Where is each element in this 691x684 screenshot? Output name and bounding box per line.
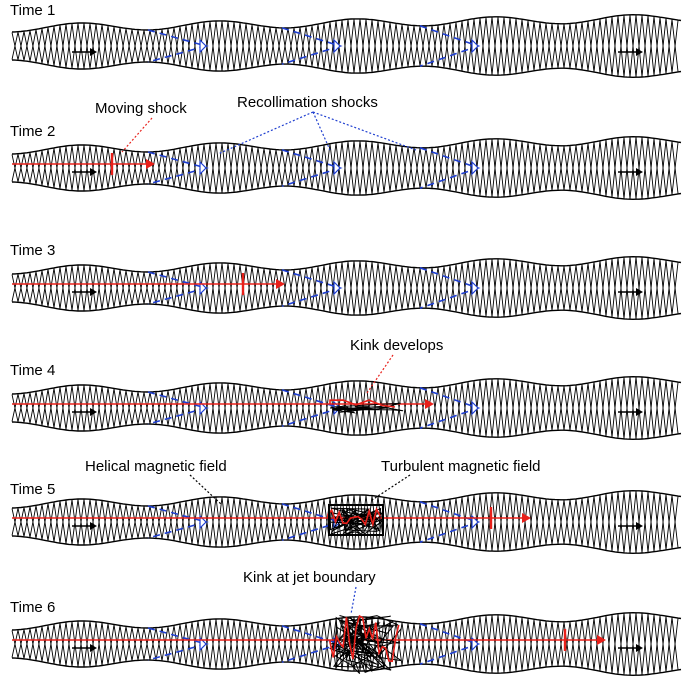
jet-panel-2 bbox=[11, 135, 682, 201]
recollimation-marker-3 bbox=[471, 280, 479, 296]
flow-arrow-head-2 bbox=[636, 168, 643, 176]
flow-arrow-head-2 bbox=[636, 48, 643, 56]
kink-boundary-leader bbox=[350, 586, 357, 615]
helical-field-label: Helical magnetic field bbox=[85, 458, 227, 475]
jet-panel-4 bbox=[11, 375, 682, 441]
recollimation-marker-3 bbox=[471, 160, 479, 176]
flow-arrow-head-1 bbox=[90, 48, 97, 56]
jet-boundary-bottom bbox=[11, 421, 682, 441]
jet-boundary-bottom bbox=[11, 301, 682, 321]
moving-shock-label: Moving shock bbox=[95, 100, 187, 117]
turbulent-field bbox=[329, 402, 404, 414]
time-4-label: Time 4 bbox=[10, 362, 55, 379]
jet-boundary-top bbox=[11, 13, 682, 33]
time-5-label: Time 5 bbox=[10, 481, 55, 498]
time-1-label: Time 1 bbox=[10, 2, 55, 19]
kink-boundary-label: Kink at jet boundary bbox=[243, 569, 376, 586]
time-3-label: Time 3 bbox=[10, 242, 55, 259]
shock-flow-arrowhead bbox=[146, 159, 155, 169]
jet-panel-6 bbox=[11, 611, 682, 677]
flow-arrow-head-1 bbox=[90, 522, 97, 530]
turbulent-field-label: Turbulent magnetic field bbox=[381, 458, 541, 475]
helical-field-lines-back bbox=[11, 137, 679, 199]
jet-panel-1 bbox=[11, 13, 682, 79]
kink-develops-leader bbox=[366, 354, 394, 394]
jet-boundary-bottom bbox=[11, 181, 682, 201]
flow-arrow-head-1 bbox=[90, 644, 97, 652]
jet-boundary-top bbox=[11, 489, 682, 509]
recollimation-shocks-label: Recollimation shocks bbox=[237, 94, 378, 111]
recollimation-marker-1 bbox=[199, 160, 207, 176]
jet-boundary-top bbox=[11, 135, 682, 155]
recollimation-marker-1 bbox=[199, 400, 207, 416]
flow-arrow-head-1 bbox=[90, 408, 97, 416]
recollimation-marker-3 bbox=[471, 514, 479, 530]
jet-boundary-bottom bbox=[11, 59, 682, 79]
jet-panel-5 bbox=[11, 489, 682, 555]
recollimation-marker-3 bbox=[471, 400, 479, 416]
shock-flow-arrowhead bbox=[425, 399, 434, 409]
shock-flow-arrowhead bbox=[522, 513, 531, 523]
time-2-label: Time 2 bbox=[10, 123, 55, 140]
flow-arrow-head-2 bbox=[636, 522, 643, 530]
moving-shock-leader bbox=[121, 117, 153, 153]
recollimation-marker-1 bbox=[199, 38, 207, 54]
kinked-shock bbox=[329, 399, 396, 408]
helical-field-lines-back bbox=[11, 15, 679, 77]
flow-arrow-head-1 bbox=[90, 168, 97, 176]
flow-arrow-head-2 bbox=[636, 644, 643, 652]
jet-boundary-bottom bbox=[11, 657, 682, 677]
jet-boundary-bottom bbox=[11, 535, 682, 555]
recollimation-marker-1 bbox=[199, 514, 207, 530]
panels-layer bbox=[11, 13, 682, 677]
recollimation-marker-1 bbox=[199, 280, 207, 296]
recollimation-marker-3 bbox=[471, 636, 479, 652]
flow-arrow-head-1 bbox=[90, 288, 97, 296]
recollimation-marker-2 bbox=[333, 38, 341, 54]
shock-flow-arrowhead bbox=[597, 635, 606, 645]
turbulent-region bbox=[328, 504, 384, 536]
helical-field-leader bbox=[189, 474, 223, 506]
recollimation-marker-1 bbox=[199, 636, 207, 652]
flow-arrow-head-2 bbox=[636, 288, 643, 296]
jet-boundary-top bbox=[11, 255, 682, 275]
jet-panel-3 bbox=[11, 255, 682, 321]
recollimation-marker-3 bbox=[471, 38, 479, 54]
recollimation-marker-2 bbox=[333, 280, 341, 296]
time-6-label: Time 6 bbox=[10, 599, 55, 616]
jet-boundary-top bbox=[11, 375, 682, 395]
kinked-shock bbox=[329, 614, 400, 663]
recollimation-leaders bbox=[217, 111, 417, 155]
turbulent-field-leader bbox=[371, 474, 411, 501]
helical-field-lines-back bbox=[11, 257, 679, 319]
kink-develops-label: Kink develops bbox=[350, 337, 443, 354]
flow-arrow-head-2 bbox=[636, 408, 643, 416]
kinked-shock bbox=[327, 506, 382, 528]
recollimation-marker-2 bbox=[333, 160, 341, 176]
shock-flow-arrowhead bbox=[276, 279, 285, 289]
